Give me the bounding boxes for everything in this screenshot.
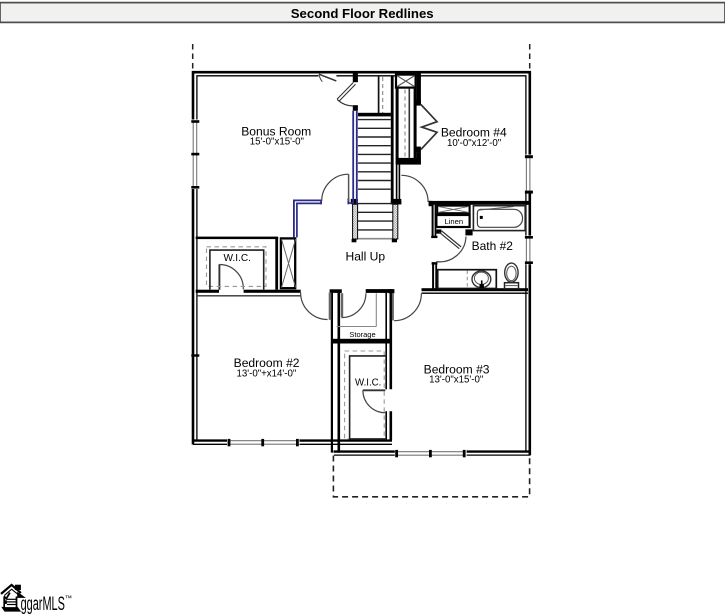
svg-text:10'-0"x12'-0": 10'-0"x12'-0" [447, 138, 502, 149]
svg-text:W.I.C.: W.I.C. [223, 253, 250, 264]
svg-text:13'-0"+x14'-0": 13'-0"+x14'-0" [236, 368, 296, 379]
svg-text:15'-0"x15'-0": 15'-0"x15'-0" [250, 137, 305, 148]
svg-text:Storage: Storage [349, 330, 375, 339]
svg-text:Bedroom #4: Bedroom #4 [441, 126, 507, 140]
svg-text:W.I.C.: W.I.C. [355, 377, 381, 388]
svg-text:Second Floor Redlines: Second Floor Redlines [291, 6, 434, 21]
svg-text:™: ™ [65, 593, 73, 602]
svg-text:Bedroom #3: Bedroom #3 [424, 362, 490, 376]
svg-text:Bath #2: Bath #2 [472, 239, 514, 253]
svg-text:Linen: Linen [445, 217, 464, 226]
svg-text:Bedroom #2: Bedroom #2 [234, 356, 300, 370]
svg-text:ggarMLS: ggarMLS [21, 594, 65, 614]
svg-text:13'-0"x15'-0": 13'-0"x15'-0" [429, 375, 484, 386]
svg-text:Bonus Room: Bonus Room [241, 124, 311, 138]
svg-text:Hall Up: Hall Up [345, 250, 385, 264]
